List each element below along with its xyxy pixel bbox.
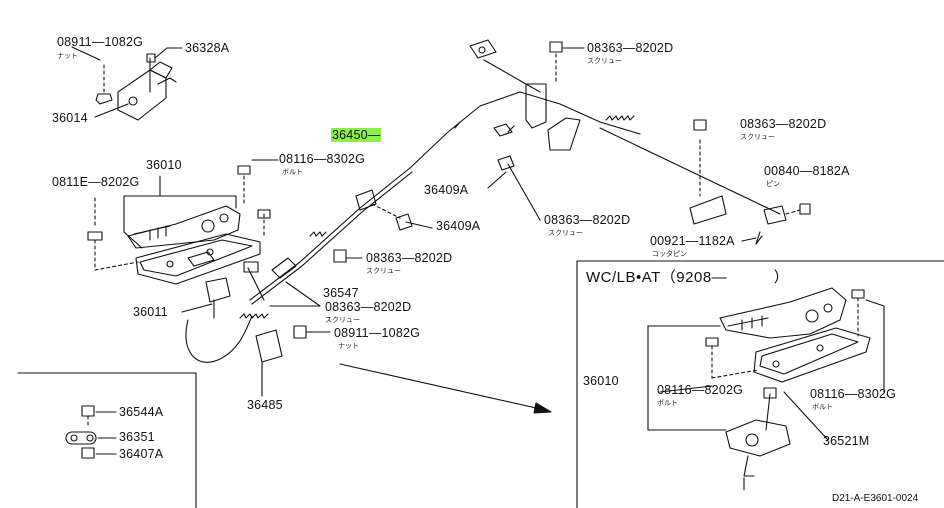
inset-title: WC/LB•AT（9208— ） [586, 269, 790, 286]
part-36010-inset: 36010 [583, 374, 619, 388]
part-36544a: 36544A [119, 405, 164, 419]
sublabel-bolt-3: ボルト [812, 403, 833, 411]
inset-lower-left-parts-drawing [65, 405, 117, 459]
part-0811e-8202g: 0811E—8202G [52, 175, 140, 189]
part-36409a-upper: 36409A [424, 183, 469, 197]
inset-wc-lb-at-drawing [647, 287, 885, 491]
diagram-code: D21-A-E3601-0024 [832, 493, 919, 504]
sublabel-screw-2: スクリュー [740, 133, 775, 141]
part-36450-highlight: 36450— [331, 128, 382, 142]
cable-36450-drawing [185, 59, 781, 363]
part-08363-8202d-right: 08363—8202D [740, 117, 827, 131]
sublabel-nut-1: ナット [57, 52, 78, 60]
inset-frame-lower-left [17, 372, 197, 508]
part-08363-8202d-top: 08363—8202D [587, 41, 674, 55]
sublabel-screw-3: スクリュー [548, 229, 583, 237]
part-36521m: 36521M [823, 434, 870, 448]
lower-center-parts-drawing [243, 249, 363, 397]
sublabel-pin: ピン [766, 180, 780, 188]
part-08363-8202d-center: 08363—8202D [544, 213, 631, 227]
part-08911-1082g-top: 08911—1082G [57, 35, 144, 49]
part-36485: 36485 [247, 398, 283, 412]
part-00921-1182a: 00921—1182A [650, 234, 735, 248]
part-08116-8302g-inset: 08116—8302G [810, 387, 897, 401]
part-36014: 36014 [52, 111, 88, 125]
part-36328a: 36328A [185, 41, 230, 55]
inset-frame-wc-lb-at [576, 260, 944, 508]
sublabel-bolt-2: ボルト [657, 399, 678, 407]
part-36547: 36547 [323, 286, 359, 300]
clip-36409a-drawing [355, 189, 433, 231]
part-08363-8202d-low: 08363—8202D [325, 300, 412, 314]
part-08363-8202d-mid: 08363—8202D [366, 251, 453, 265]
bracket-right-drawing [689, 119, 811, 245]
sublabel-nut-2: ナット [338, 342, 359, 350]
part-36010: 36010 [146, 158, 182, 172]
sublabel-screw-5: スクリュー [325, 316, 360, 324]
part-36351: 36351 [119, 430, 155, 444]
sublabel-cotter: コッタピン [652, 250, 687, 258]
lever-36010-drawing [87, 159, 279, 319]
arrow-to-inset [339, 363, 552, 414]
part-08116-8302g: 08116—8302G [279, 152, 366, 166]
part-36409a-lower: 36409A [436, 219, 481, 233]
part-08911-1082g-lower: 08911—1082G [334, 326, 421, 340]
part-08116-8202g: 08116—8202G [657, 383, 744, 397]
sublabel-screw-4: スクリュー [366, 267, 401, 275]
part-00840-8182a: 00840—8182A [764, 164, 850, 178]
bracket-36014-drawing [71, 46, 183, 121]
part-36407a: 36407A [119, 447, 164, 461]
sublabel-bolt-1: ボルト [282, 168, 303, 176]
part-36011: 36011 [133, 305, 168, 319]
sublabel-screw-1: スクリュー [587, 57, 622, 65]
bracket-upper-right-drawing [454, 39, 585, 221]
part-36450: 36450— [331, 128, 382, 142]
